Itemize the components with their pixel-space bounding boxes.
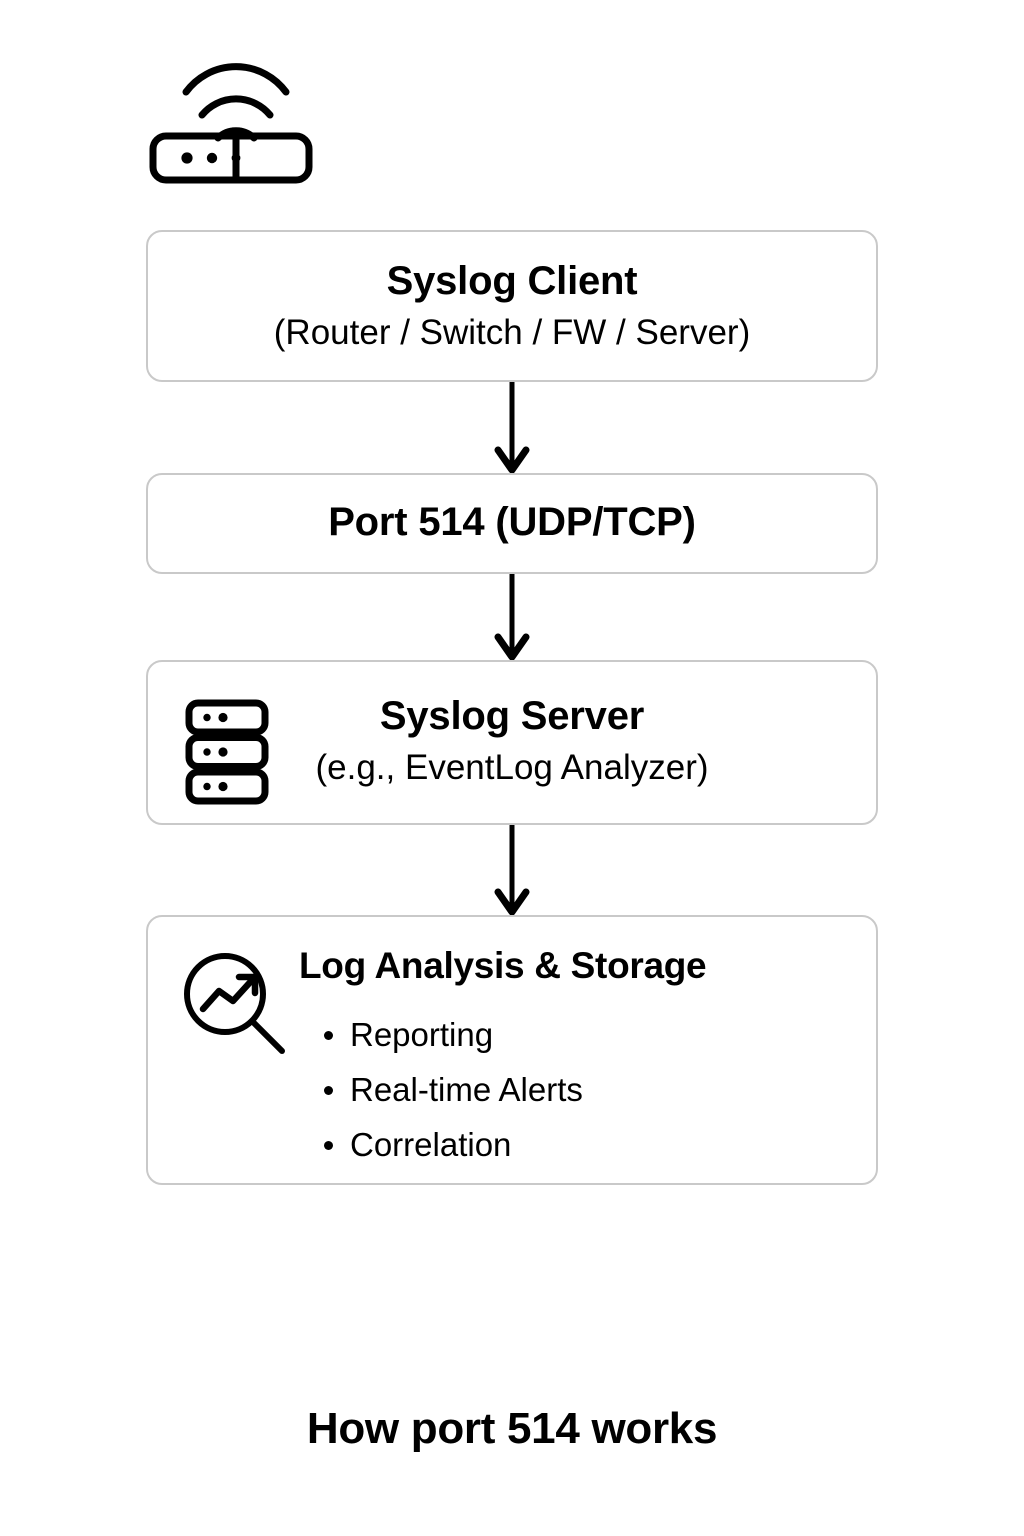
node-syslog-server: Syslog Server (e.g., EventLog Analyzer) [146,660,878,825]
list-item-label: Reporting [350,1016,494,1053]
bullet-icon [324,1141,333,1150]
list-item: Reporting [318,1007,583,1062]
diagram-caption: How port 514 works [306,1404,718,1453]
list-item-label: Correlation [350,1126,512,1163]
node-log-analysis: Log Analysis & Storage Reporting Real-ti… [146,915,878,1185]
port-514-title: Port 514 (UDP/TCP) [328,500,696,544]
node-syslog-client: Syslog Client (Router / Switch / FW / Se… [146,230,878,382]
magnifier-trend-icon [181,950,287,1056]
syslog-server-subtitle: (e.g., EventLog Analyzer) [315,748,709,788]
syslog-client-title: Syslog Client [386,259,638,303]
server-rack-icon [185,699,269,805]
list-item: Real-time Alerts [318,1062,583,1117]
syslog-server-title: Syslog Server [379,694,645,738]
syslog-client-subtitle: (Router / Switch / FW / Server) [273,313,751,353]
bullet-icon [324,1086,333,1095]
port-514-text: Port 514 (UDP/TCP) [148,500,876,544]
list-item-label: Real-time Alerts [350,1071,583,1108]
arrow-down-icon [494,825,530,916]
router-wifi-icon [146,46,326,196]
list-item: Correlation [318,1117,583,1172]
syslog-client-text: Syslog Client (Router / Switch / FW / Se… [148,259,876,353]
log-analysis-bullet-list: Reporting Real-time Alerts Correlation [318,1007,583,1172]
arrow-down-icon [494,382,530,474]
syslog-server-text: Syslog Server (e.g., EventLog Analyzer) [148,694,876,788]
node-port-514: Port 514 (UDP/TCP) [146,473,878,574]
bullet-icon [324,1031,333,1040]
arrow-down-icon [494,574,530,661]
log-analysis-title: Log Analysis & Storage [299,945,707,986]
